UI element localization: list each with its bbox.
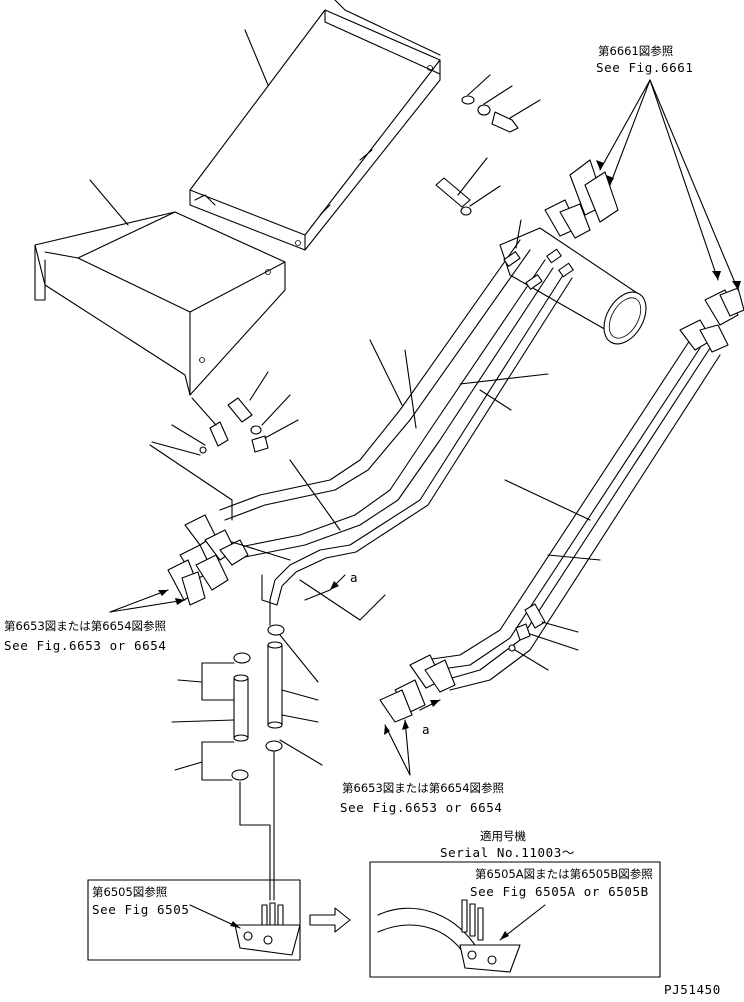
transition-arrow [309,907,351,933]
upper-cover-part [189,0,441,251]
clamp-hose-assembly-right [265,599,323,766]
leader-lines-center [149,339,549,621]
fig6505-en-label: See Fig 6505 [92,902,190,917]
hydraulic-cylinder [499,227,647,345]
marker-a-upper [304,574,346,601]
hose-flanges-left [167,514,249,606]
bolt-group-right [508,603,579,671]
fig6661-jp-label: 第6661図参照 [598,44,673,58]
fig6653-jp-right-label: 第6653図または第6654図参照 [342,781,504,795]
drawing-code-label: PJ51450 [664,982,721,997]
hose-bundle-upper [219,239,573,606]
fig6653-jp-left-label: 第6653図または第6654図参照 [4,619,166,633]
marker-a-lower-label: a [422,722,430,737]
lower-cover-part [34,211,286,396]
arrows-right-flanges [384,719,411,776]
arrows-left-flanges [109,589,186,613]
leader-line [244,29,269,86]
marker-a-upper-label: a [350,570,358,585]
leader-line [89,179,129,226]
fittings-top-right [544,159,619,239]
marker-a-lower [419,699,441,711]
fig6505-jp-label: 第6505図参照 [92,885,167,899]
fig6653-en-left-label: See Fig.6653 or 6654 [4,638,167,653]
hose-bundle-right [379,287,744,723]
bolt-group-left [151,371,299,456]
arrows-fig6661 [596,79,741,291]
serial-en-label: Serial No.11003～ [440,845,575,860]
fig6505ab-en-label: See Fig 6505A or 6505B [470,884,649,899]
connector-lines [239,751,275,901]
detail-box-6505ab [369,861,661,978]
fig6661-en-label: See Fig.6661 [596,60,694,75]
clamp-hose-assembly-left [171,652,251,781]
bolt-washer-group-mid [435,157,501,216]
detail-box-6505 [87,879,301,961]
hose-fittings-top [503,219,574,290]
bolt-washer-group-top [461,74,541,133]
fig6653-en-right-label: See Fig.6653 or 6654 [340,800,503,815]
serial-jp-label: 適用号機 [480,829,526,843]
fig6505ab-jp-label: 第6505A図または第6505B図参照 [475,867,653,881]
